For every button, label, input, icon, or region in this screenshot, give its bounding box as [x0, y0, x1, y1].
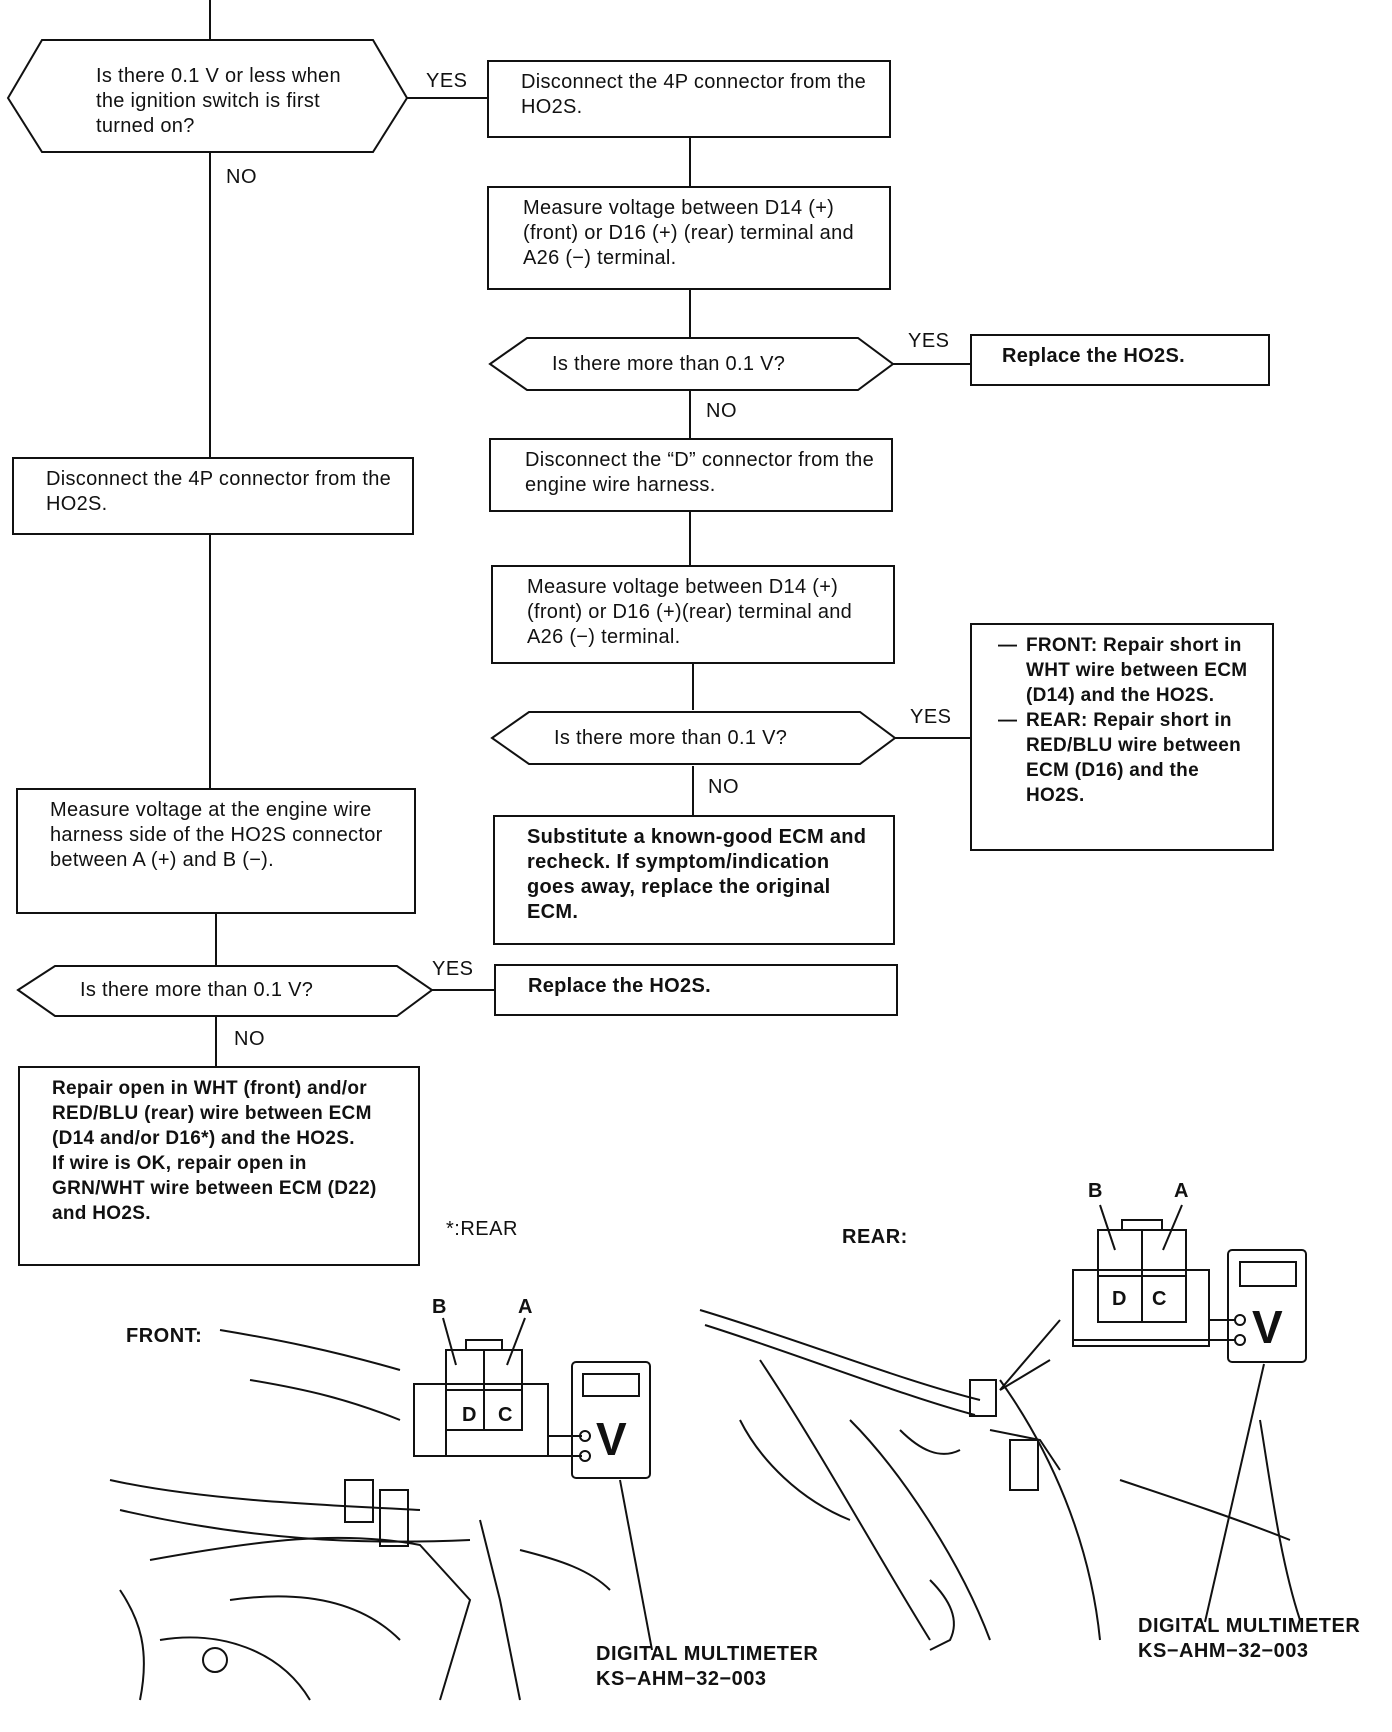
rear-pin-b: B [1088, 1180, 1103, 1202]
repair-open-line-1: Repair open in WHT (front) and/or RED/BL… [52, 1078, 372, 1149]
rear-pin-a: A [1174, 1180, 1189, 1202]
rear-pin-c: C [1152, 1288, 1167, 1310]
no-label-q3: NO [708, 776, 739, 798]
no-label-q1: NO [226, 166, 257, 188]
disconnect-4p-right-box: Disconnect the 4P connector from the HO2… [487, 60, 891, 138]
replace-1-box: Replace the HO2S. [970, 334, 1270, 386]
substitute-ecm-box: Substitute a known-good ECM and recheck.… [493, 815, 895, 945]
decision-q1: Is there 0.1 V or less when the ignition… [96, 65, 341, 137]
front-pin-d: D [462, 1404, 477, 1426]
front-meter-part: KS−AHM−32−003 [596, 1668, 767, 1690]
replace-2-box: Replace the HO2S. [494, 964, 898, 1016]
no-label-q4: NO [234, 1028, 265, 1050]
measure-3-box: Measure voltage at the engine wire harne… [16, 788, 416, 914]
front-pin-b: B [432, 1296, 447, 1318]
measure-1-box: Measure voltage between D14 (+) (front) … [487, 186, 891, 290]
front-meter-name: DIGITAL MULTIMETER [596, 1643, 819, 1665]
disconnect-4p-left-box: Disconnect the 4P connector from the HO2… [12, 457, 414, 535]
decision-q1-shape [6, 39, 409, 153]
yes-label-q1: YES [426, 70, 468, 92]
repair-short-front: FRONT: Repair short in WHT wire between … [998, 633, 1260, 708]
rear-pin-d: D [1112, 1288, 1127, 1310]
repair-short-rear: REAR: Repair short in RED/BLU wire betwe… [998, 708, 1260, 808]
rear-meter-v: V [1252, 1301, 1284, 1353]
decision-q3-shape [490, 711, 897, 765]
rear-engine-drawing [699, 1204, 1307, 1651]
disconnect-d-box: Disconnect the “D” connector from the en… [489, 438, 893, 512]
footnote-rear: *:REAR [446, 1218, 518, 1240]
decision-q3: Is there more than 0.1 V? [554, 727, 788, 749]
no-label-q2: NO [706, 400, 737, 422]
front-meter-v: V [596, 1413, 628, 1465]
decision-q2-shape [488, 337, 895, 391]
front-label: FRONT: [126, 1325, 203, 1347]
rear-meter-part: KS−AHM−32−003 [1138, 1640, 1309, 1662]
measure-2-box: Measure voltage between D14 (+) (front) … [491, 565, 895, 664]
rear-meter-name: DIGITAL MULTIMETER [1138, 1615, 1361, 1637]
yes-label-q4: YES [432, 958, 474, 980]
repair-short-box: FRONT: Repair short in WHT wire between … [970, 623, 1274, 851]
front-pin-a: A [518, 1296, 533, 1318]
decision-q4: Is there more than 0.1 V? [80, 979, 314, 1001]
repair-open-box: Repair open in WHT (front) and/or RED/BL… [18, 1066, 420, 1266]
front-pin-c: C [498, 1404, 513, 1426]
repair-open-line-2: If wire is OK, repair open in GRN/WHT wi… [52, 1153, 377, 1224]
decision-q4-shape [16, 965, 434, 1017]
yes-label-q3: YES [910, 706, 952, 728]
rear-label: REAR: [842, 1226, 908, 1248]
yes-label-q2: YES [908, 330, 950, 352]
front-engine-drawing [109, 1317, 653, 1701]
decision-q2: Is there more than 0.1 V? [552, 353, 786, 375]
